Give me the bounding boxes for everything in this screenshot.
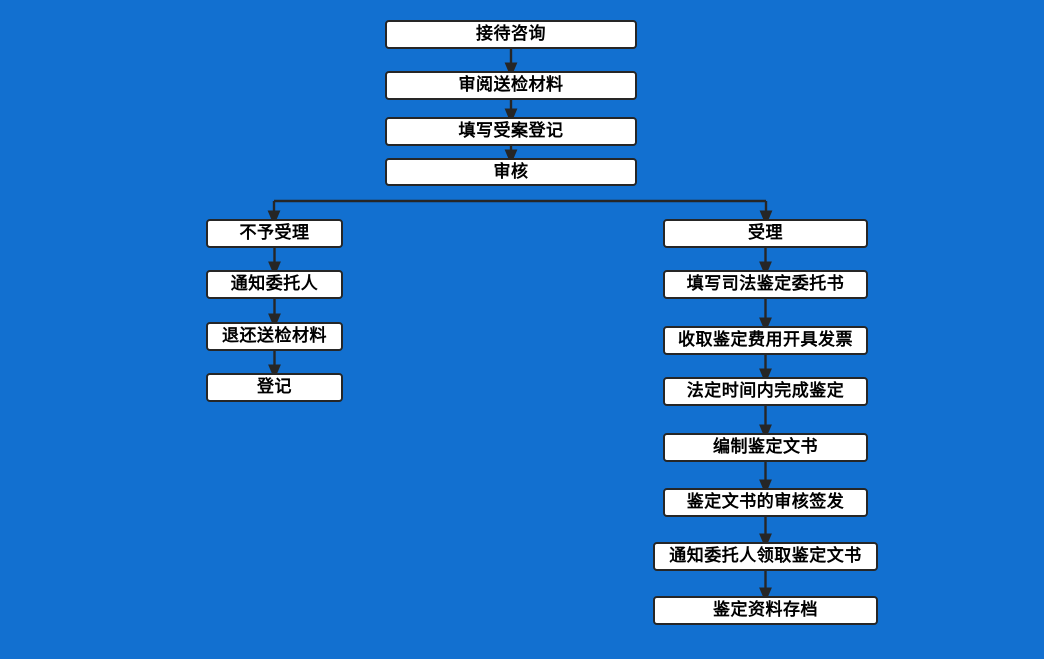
flow-node[interactable]: 登记 xyxy=(206,373,343,402)
flow-node[interactable]: 填写受案登记 xyxy=(385,117,637,146)
flow-node[interactable]: 通知委托人 xyxy=(206,270,343,299)
flow-node[interactable]: 受理 xyxy=(663,219,868,248)
flow-node[interactable]: 审核 xyxy=(385,158,637,186)
flow-node[interactable]: 鉴定资料存档 xyxy=(653,596,878,625)
flow-node[interactable]: 鉴定文书的审核签发 xyxy=(663,488,868,517)
flow-node[interactable]: 编制鉴定文书 xyxy=(663,433,868,462)
flow-node[interactable]: 法定时间内完成鉴定 xyxy=(663,377,868,406)
flow-node[interactable]: 审阅送检材料 xyxy=(385,71,637,100)
flow-node[interactable]: 通知委托人领取鉴定文书 xyxy=(653,542,878,571)
flow-node[interactable]: 接待咨询 xyxy=(385,20,637,49)
flow-node[interactable]: 不予受理 xyxy=(206,219,343,248)
flow-node[interactable]: 填写司法鉴定委托书 xyxy=(663,270,868,299)
flow-node[interactable]: 收取鉴定费用开具发票 xyxy=(663,326,868,355)
flow-node[interactable]: 退还送检材料 xyxy=(206,322,343,351)
